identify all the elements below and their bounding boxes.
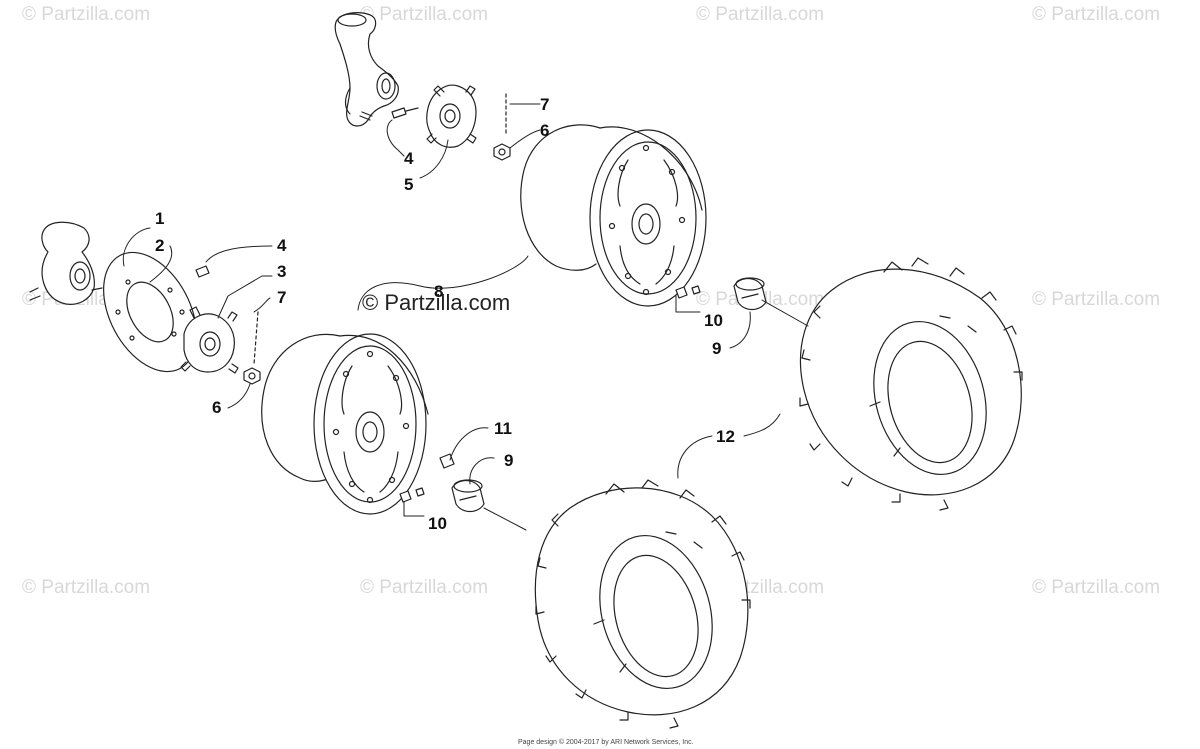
callout-10: 10 — [428, 514, 447, 533]
upper-knuckle — [334, 12, 399, 127]
callout-1: 1 — [155, 209, 165, 228]
callout-7: 7 — [277, 288, 287, 307]
lower-center-cap — [451, 479, 485, 513]
leader-lines — [122, 103, 809, 531]
watermark: © Partzilla.com — [696, 4, 825, 25]
callout-9: 9 — [504, 451, 514, 470]
callout-4: 4 — [277, 236, 287, 255]
upper-hub — [426, 84, 477, 148]
upper-lug-nut — [493, 143, 511, 161]
watermark: © Partzilla.com — [1032, 289, 1161, 310]
callout-5: 5 — [404, 175, 414, 194]
callout-2: 2 — [155, 236, 165, 255]
watermark: © Partzilla.com — [22, 4, 151, 25]
upper-wheel-rim — [520, 124, 707, 307]
callout-6: 6 — [212, 398, 222, 417]
lower-stud — [195, 265, 210, 278]
upper-valve-stem — [675, 285, 701, 299]
watermark: © Partzilla.com — [360, 577, 489, 598]
lower-valve-stem — [399, 487, 425, 503]
callout-6: 6 — [540, 121, 550, 140]
callout-4: 4 — [404, 149, 414, 168]
lower-hub — [180, 306, 239, 374]
callout-11: 11 — [494, 419, 512, 438]
callout-3: 3 — [277, 262, 287, 281]
lower-tire — [534, 479, 751, 729]
lower-wheel-rim — [261, 333, 429, 515]
callout-8: 8 — [434, 282, 444, 301]
watermark: © Partzilla.com — [1032, 4, 1161, 25]
upper-tire — [799, 257, 1023, 511]
watermark: © Partzilla.com — [1032, 577, 1161, 598]
brake-disc — [103, 251, 197, 373]
center-watermark: © Partzilla.com — [362, 290, 511, 315]
callout-12: 12 — [716, 427, 735, 446]
watermark: © Partzilla.com — [360, 4, 489, 25]
lower-lug-bolt — [439, 453, 455, 469]
watermark: © Partzilla.com — [22, 577, 151, 598]
callout-7: 7 — [540, 95, 550, 114]
lower-stud-line — [253, 311, 259, 365]
callout-9: 9 — [712, 339, 722, 358]
upper-stud — [391, 107, 419, 119]
lower-knuckle — [29, 221, 103, 305]
lower-lug-nut — [243, 367, 261, 385]
callout-10: 10 — [704, 311, 723, 330]
footer-copyright: Page design © 2004-2017 by ARI Network S… — [518, 739, 694, 746]
upper-center-cap — [733, 277, 767, 311]
